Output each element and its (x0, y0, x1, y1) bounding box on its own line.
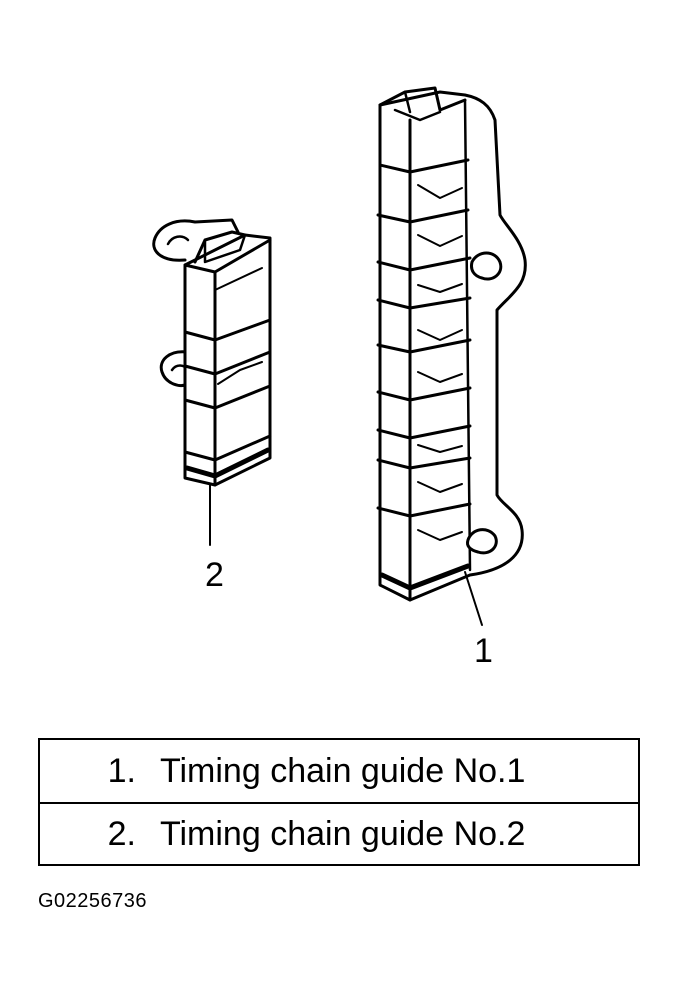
legend-row: 1. Timing chain guide No.1 (40, 740, 638, 802)
callout-number-1: 1 (474, 632, 493, 670)
timing-chain-guides-illustration (152, 86, 527, 626)
legend-item-number: 1. (107, 751, 136, 790)
guide-1-upper-bolt-hole (470, 251, 503, 281)
legend-item-name: Timing chain guide No.1 (160, 751, 526, 790)
callout-number-2: 2 (205, 556, 224, 594)
legend-item-name: Timing chain guide No.2 (160, 814, 526, 853)
timing-chain-guide-1-drawing (376, 86, 527, 626)
legend-row: 2. Timing chain guide No.2 (40, 802, 638, 864)
timing-chain-guide-2-drawing (152, 218, 272, 546)
figure-code: G02256736 (38, 890, 148, 912)
guide-1-leader-line (464, 571, 483, 626)
parts-legend-table: 1. Timing chain guide No.1 2. Timing cha… (38, 738, 640, 866)
guide-2-upper-ear (152, 218, 240, 262)
guide-2-body (183, 233, 272, 487)
legend-item-number: 2. (107, 814, 136, 853)
guide-1-body (378, 90, 527, 602)
guide-1-lower-bolt-hole (466, 528, 498, 555)
